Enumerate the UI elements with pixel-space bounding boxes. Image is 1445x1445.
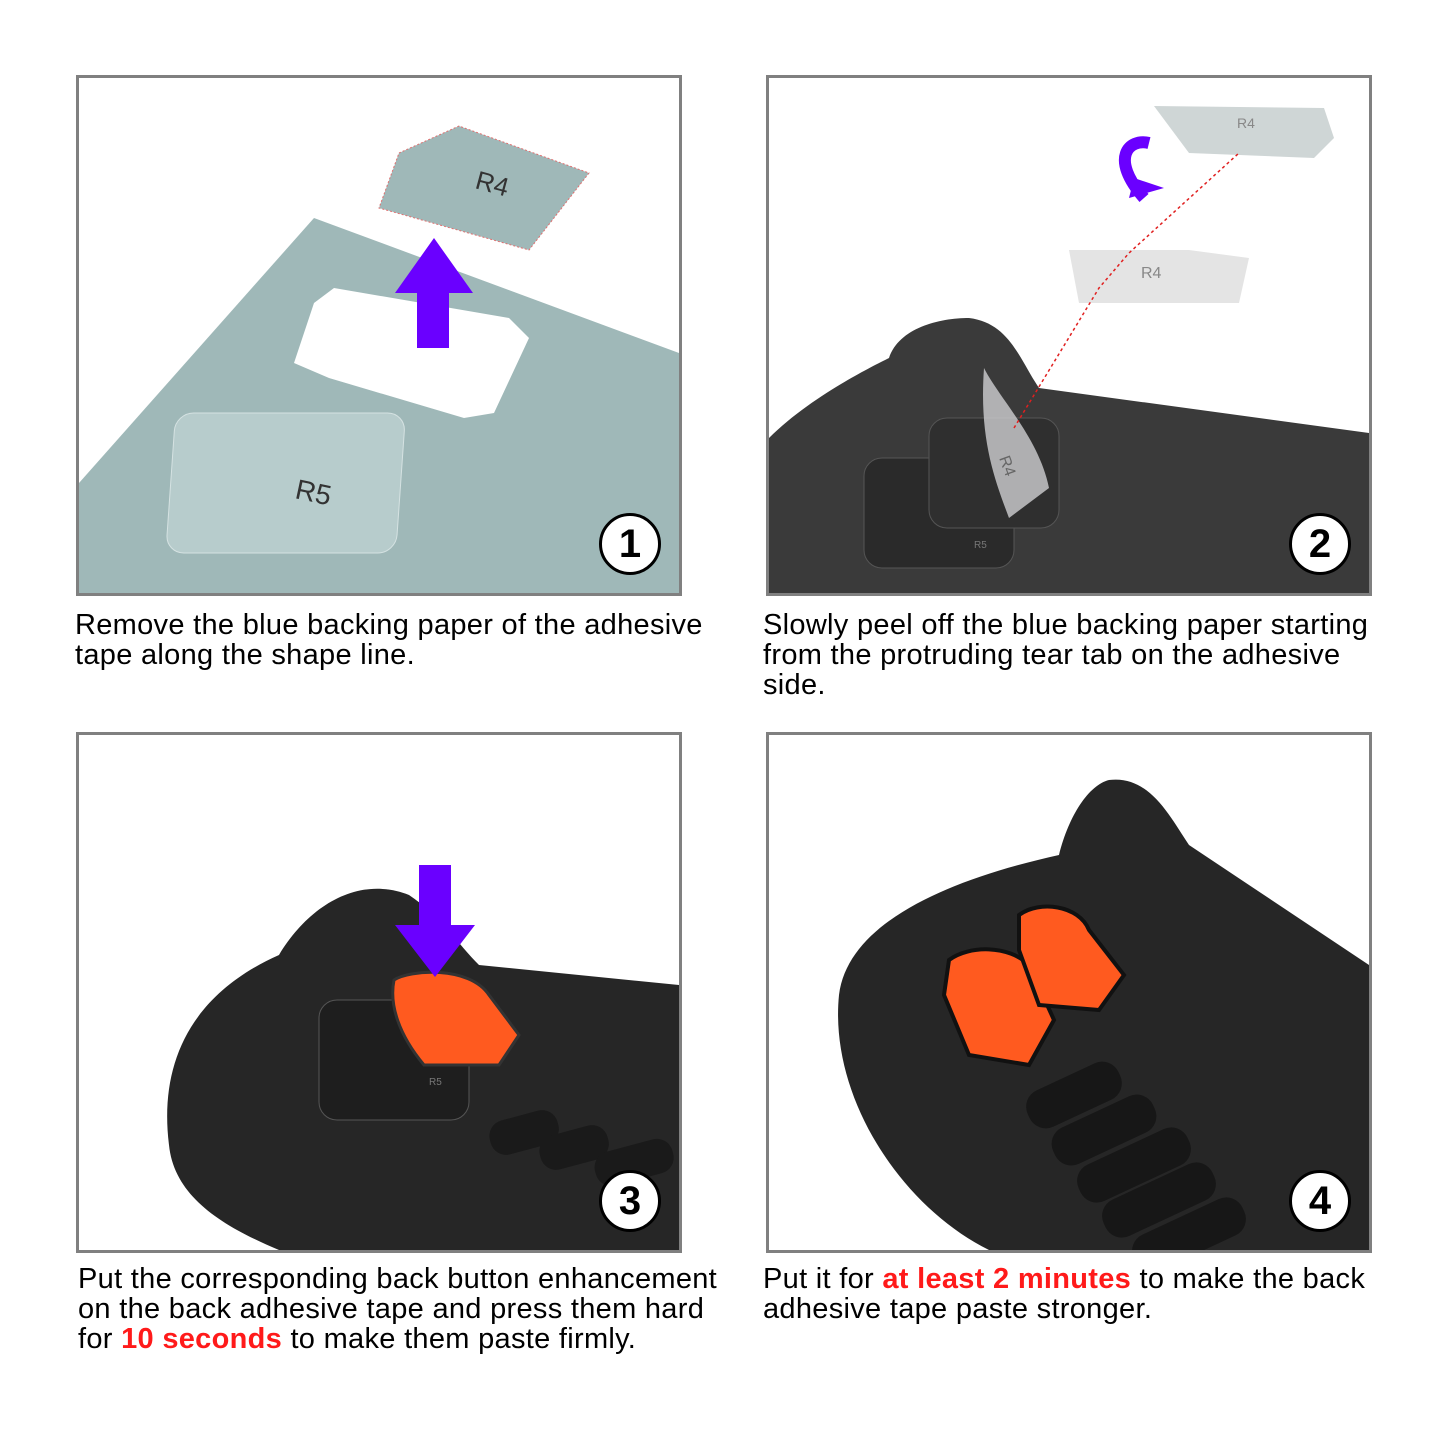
step-3-panel: R5 3 (76, 732, 682, 1253)
r4-tape-middle (1069, 250, 1249, 303)
caption-text: Put it for (763, 1263, 883, 1295)
cutout-hole (294, 288, 529, 418)
step-2-panel: R4 R5 R4 R4 2 (766, 75, 1372, 596)
step-2-illustration: R4 R5 R4 R4 (769, 106, 1369, 593)
down-arrow-icon (395, 865, 475, 977)
step-1-illustration: R5 R4 (79, 125, 679, 593)
orange-back-button-r4 (1017, 904, 1127, 1013)
r4-tape-top (1154, 106, 1334, 158)
peel-path-line (1013, 152, 1240, 429)
step-1-caption: Remove the blue backing paper of the adh… (75, 609, 703, 671)
r5-label: R5 (429, 1077, 442, 1088)
caption-text: Put the corresponding back button enhanc… (78, 1263, 718, 1355)
r4-tape (378, 125, 590, 251)
step-4-caption: Put it for at least 2 minutes to make th… (763, 1264, 1403, 1324)
r4-label-top: R4 (1237, 115, 1255, 131)
step-number-badge: 3 (599, 1170, 661, 1232)
r5-tape (166, 412, 405, 554)
device-body (769, 318, 1369, 593)
step-1-panel: R5 R4 1 (76, 75, 682, 596)
step-4-panel: 4 (766, 732, 1372, 1253)
r5-label-on-device: R5 (974, 540, 987, 551)
caption-highlight: at least 2 minutes (882, 1263, 1132, 1295)
r4-label-middle: R4 (1141, 265, 1162, 282)
r4-label-on-device: R4 (995, 454, 1018, 479)
caption-text: to make them paste firmly. (282, 1323, 637, 1355)
step-2-caption: Slowly peel off the blue backing paper s… (763, 609, 1369, 701)
step-3-caption: Put the corresponding back button enhanc… (78, 1264, 728, 1354)
step-number-badge: 1 (599, 513, 661, 575)
step-3-illustration: R5 (167, 865, 679, 1250)
step-number-badge: 2 (1289, 513, 1351, 575)
vent-grilles (1026, 1061, 1246, 1250)
step-4-illustration (838, 779, 1369, 1250)
device-body (838, 779, 1369, 1250)
peeling-tape (983, 368, 1049, 518)
caption-text: to make the back adhesive tape paste str… (763, 1263, 1366, 1325)
orange-back-button (391, 970, 521, 1067)
r5-label: R5 (293, 474, 334, 512)
step-number-badge: 4 (1289, 1170, 1351, 1232)
orange-back-button-r5 (941, 947, 1057, 1068)
up-arrow-icon (395, 238, 473, 348)
caption-highlight: 10 seconds (121, 1323, 283, 1355)
